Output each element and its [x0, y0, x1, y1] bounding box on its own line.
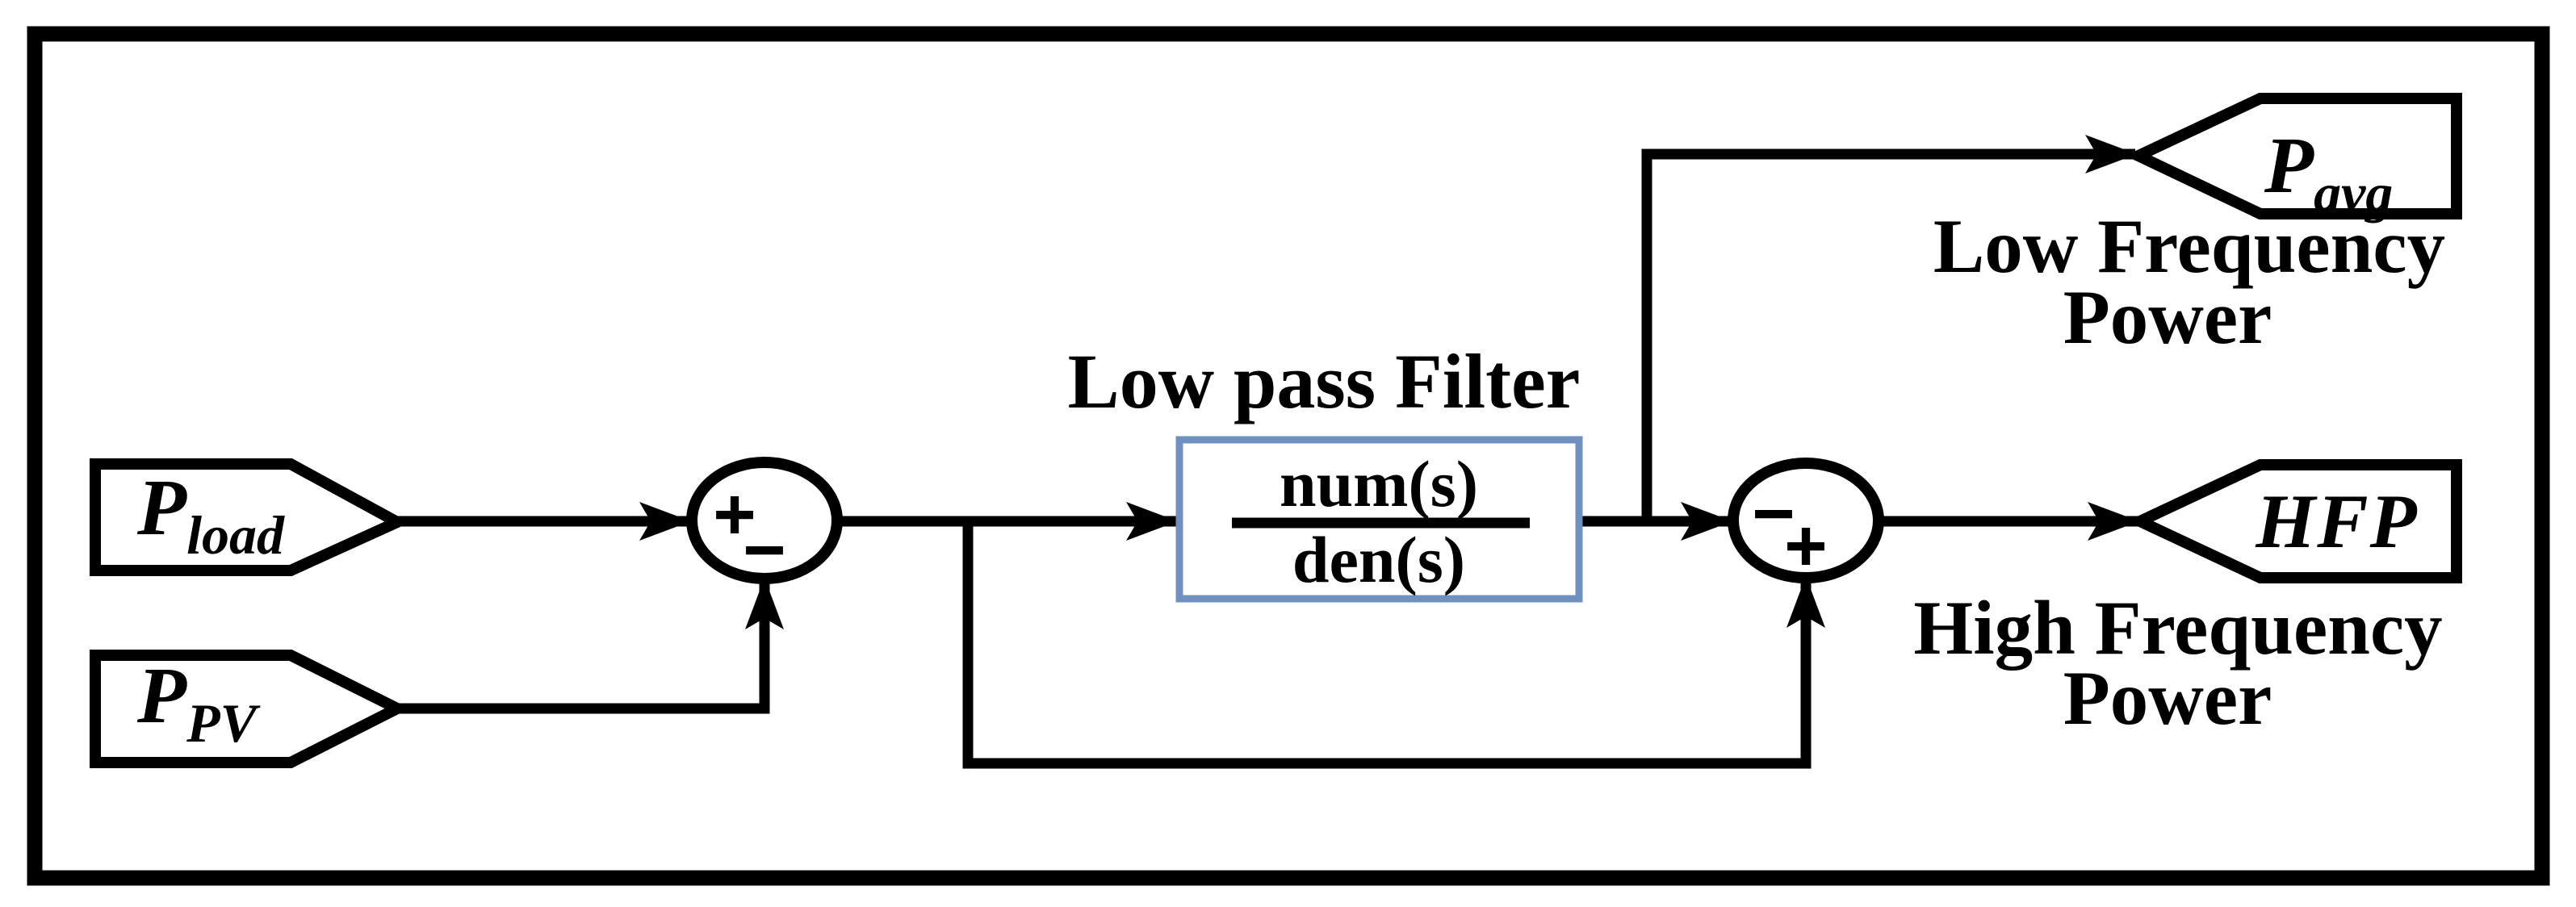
ppv-label: PPV: [136, 650, 261, 754]
output-tag-pavg: Pavg Low Frequency Power: [1933, 93, 2462, 360]
pload-label: Pload: [136, 462, 285, 566]
sum1-minus-sign: −: [743, 511, 785, 591]
input-tag-ppv: PPV: [90, 650, 410, 768]
sum2-circle: [1728, 458, 1884, 583]
caption-high-frequency-line1: High Frequency: [1913, 585, 2442, 671]
sum1-plus-sign: +: [714, 475, 755, 555]
filter-denominator: den(s): [1292, 523, 1465, 596]
sum1-circle: [686, 457, 843, 584]
ppv-tag-shape: [90, 650, 410, 768]
input-tag-pload: Pload: [90, 458, 410, 576]
signal-line-ppv-to-sum1: [396, 578, 784, 714]
sum2-plus-sign: +: [1785, 507, 1826, 587]
signal-line-filter-to-pavg: [1641, 135, 2137, 526]
caption-high-frequency-line2: Power: [2063, 655, 2272, 741]
filter-numerator: num(s): [1280, 447, 1478, 520]
sum-junction-2: − +: [1728, 458, 1884, 588]
sum2-minus-sign: −: [1753, 474, 1794, 554]
lowpass-filter-title: Low pass Filter: [1068, 338, 1581, 424]
figure-border: [27, 26, 2550, 886]
sum-junction-1: + −: [686, 457, 843, 592]
signal-line-feedback-to-sum2: [962, 516, 1825, 769]
caption-low-frequency-line2: Power: [2063, 274, 2272, 360]
pavg-label: Pavg: [2264, 120, 2393, 224]
hfp-label: HFP: [2255, 479, 2418, 564]
output-tag-hfp: HFP High Frequency Power: [1913, 459, 2462, 741]
pload-tag-shape: [90, 458, 410, 576]
lowpass-filter-block: Low pass Filter num(s) den(s): [1068, 338, 1583, 603]
caption-low-frequency-line1: Low Frequency: [1933, 203, 2445, 289]
hfp-tag-shape: [2126, 459, 2462, 583]
pavg-tag-shape: [2125, 93, 2462, 219]
